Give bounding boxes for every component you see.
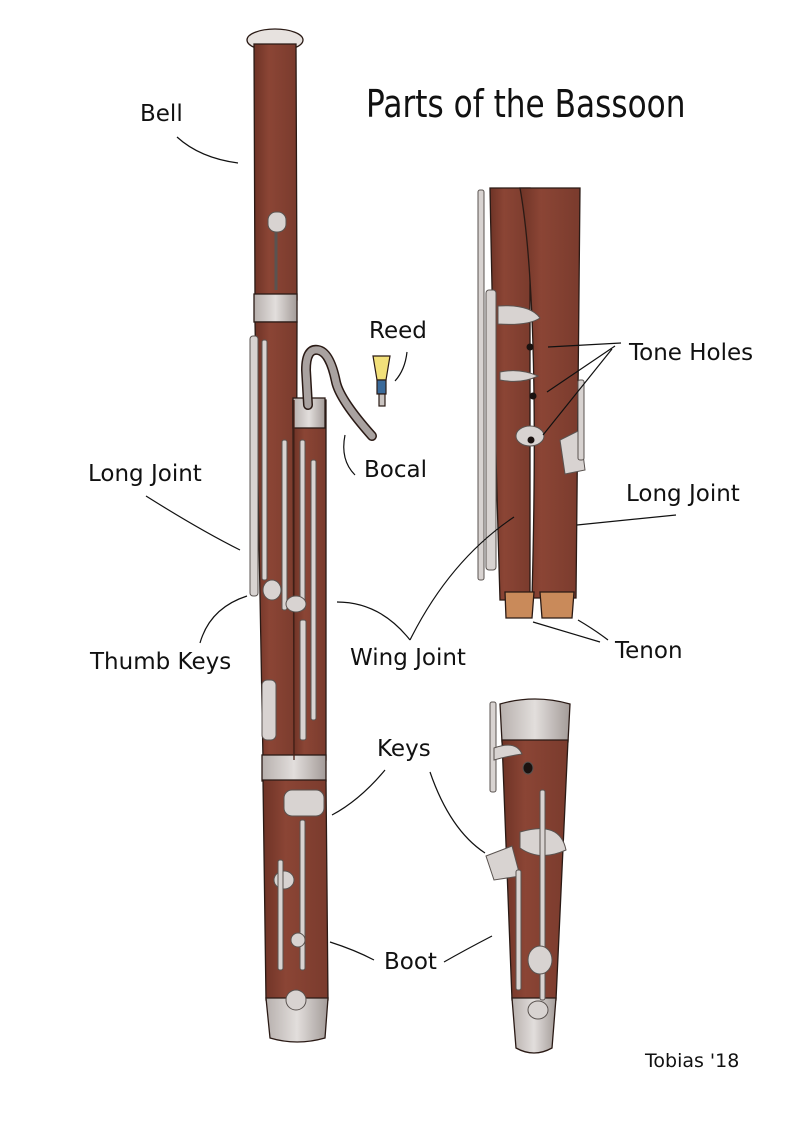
tenon-right — [539, 591, 575, 619]
leader-tone-holes-2 — [546, 345, 616, 393]
leader-wing-joint-2 — [409, 516, 515, 641]
boot-cap — [265, 997, 329, 1043]
wing-joint-body — [292, 399, 327, 761]
label-tone-holes: Tone Holes — [629, 340, 754, 366]
keywork — [249, 211, 325, 1011]
leader-keys-right — [429, 771, 486, 854]
leader-long-joint-right — [576, 514, 677, 526]
label-wing-joint: Wing Joint — [350, 645, 466, 671]
label-bell: Bell — [140, 101, 183, 127]
leader-tone-holes-3 — [542, 348, 613, 436]
leader-bocal — [343, 434, 356, 476]
boot-detail — [485, 698, 571, 1054]
leader-bell — [176, 136, 239, 164]
leader-tone-holes-1 — [547, 342, 622, 348]
leader-thumb-keys — [199, 595, 248, 644]
label-bocal: Bocal — [364, 457, 427, 483]
joints-detail — [477, 187, 586, 619]
leader-tenon-1 — [577, 619, 609, 641]
leader-boot-right — [443, 935, 493, 963]
leader-wing-joint — [336, 601, 411, 641]
label-reed: Reed — [369, 318, 427, 344]
label-keys: Keys — [377, 736, 431, 762]
label-long-joint-right: Long Joint — [626, 481, 740, 507]
leader-tenon-2 — [532, 621, 601, 643]
label-thumb-keys: Thumb Keys — [90, 649, 232, 675]
reed — [372, 355, 391, 407]
bell-ring — [253, 293, 298, 323]
leader-reed — [394, 351, 408, 382]
leader-lines — [145, 136, 677, 963]
leader-boot-left — [329, 941, 375, 961]
label-boot: Boot — [384, 949, 437, 975]
leader-long-joint-left — [145, 495, 241, 551]
label-tenon: Tenon — [615, 638, 683, 664]
assembled-bassoon — [246, 28, 377, 1043]
page-title: Parts of the Bassoon — [366, 82, 686, 126]
tone-hole-dots — [526, 343, 537, 444]
leader-keys-left — [331, 769, 386, 816]
tenon-left — [504, 591, 535, 619]
boot-detail-ring — [499, 698, 571, 743]
artist-signature: Tobias '18 — [645, 1050, 740, 1072]
label-long-joint-left: Long Joint — [88, 461, 202, 487]
